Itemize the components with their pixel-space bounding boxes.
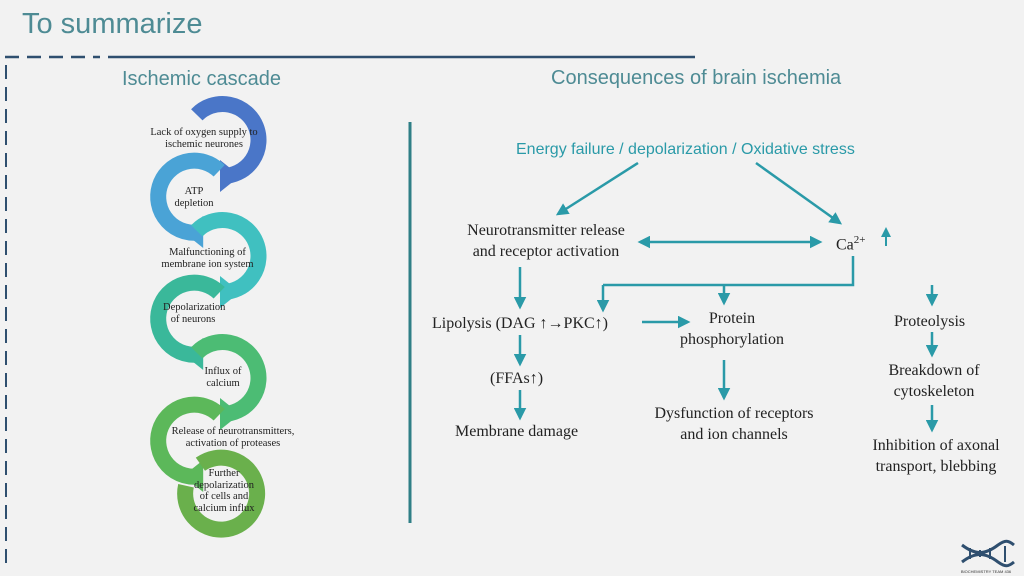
cascade-arrowhead-3 bbox=[220, 276, 240, 308]
cascade-arc-5 bbox=[191, 334, 267, 423]
breakdown-node: Breakdown of cytoskeleton bbox=[876, 360, 992, 402]
cascade-step-7: Further depolarization of cells and calc… bbox=[193, 468, 255, 514]
neurotransmitter-node: Neurotransmitter release and receptor ac… bbox=[452, 220, 640, 262]
protein-line-1: Protein bbox=[708, 310, 756, 327]
calcium-up-arrow-text: ↑ bbox=[892, 238, 893, 259]
team-logo: BIOCHEMISTRY TEAM 436 bbox=[958, 540, 1014, 574]
cascade-step-4: Depolarization of neurons bbox=[163, 302, 226, 325]
inhibition-node: Inhibition of axonal transport, blebbing bbox=[860, 435, 1012, 477]
ca-branch-line bbox=[603, 256, 855, 287]
lipolysis-node: Lipolysis (DAG ↑→PKC↑) bbox=[432, 315, 609, 332]
neurotransmitter-line-1: Neurotransmitter release bbox=[467, 222, 625, 239]
breakdown-line-1: Breakdown of bbox=[888, 362, 980, 379]
membrane-damage-node: Membrane damage bbox=[455, 423, 579, 440]
cascade-arc-6 bbox=[150, 396, 225, 485]
cascade-arc-1 bbox=[191, 96, 267, 185]
neurotransmitter-line-2: and receptor activation bbox=[472, 243, 620, 260]
right-heading: Consequences of brain ischemia bbox=[551, 67, 842, 89]
ffas-node: (FFAs↑) bbox=[490, 370, 544, 387]
calcium-label: Ca bbox=[836, 236, 854, 254]
arrow-energy-to-ca bbox=[755, 161, 843, 225]
proteolysis-node: Proteolysis bbox=[894, 313, 966, 330]
cascade-step-1: Lack of oxygen supply to ischemic neuron… bbox=[150, 127, 258, 150]
left-heading: Ischemic cascade bbox=[122, 68, 281, 90]
cascade-arc-4 bbox=[150, 274, 225, 363]
cascade-arc-2 bbox=[150, 152, 225, 241]
cascade-arrowhead-1 bbox=[220, 160, 240, 192]
cascade-arc-3 bbox=[191, 212, 267, 301]
inhibition-line-1: Inhibition of axonal bbox=[872, 437, 1000, 454]
cascade-arcs bbox=[150, 96, 267, 538]
cascade-arrowhead-6 bbox=[183, 460, 204, 492]
cascade-arc-7 bbox=[177, 449, 266, 538]
cascade-step-3: Malfunctioning of membrane ion system bbox=[161, 247, 254, 270]
arrow-energy-to-nt bbox=[555, 161, 639, 216]
protein-phosphorylation-node: Protein phosphorylation bbox=[668, 308, 796, 350]
dna-logo-icon bbox=[961, 539, 1015, 568]
cascade-step-5: Influx of calcium bbox=[204, 366, 242, 389]
cascade-step-2: ATP depletion bbox=[174, 186, 214, 209]
cascade-step-6: Release of neurotransmitters, activation… bbox=[171, 426, 295, 449]
slide-title: To summarize bbox=[22, 8, 203, 40]
logo-text: BIOCHEMISTRY TEAM 436 bbox=[960, 569, 1012, 574]
dysfunction-line-1: Dysfunction of receptors bbox=[654, 405, 814, 422]
dysfunction-line-2: and ion channels bbox=[680, 426, 788, 443]
calcium-node: Ca2+ bbox=[836, 230, 866, 255]
cascade-arrowhead-5 bbox=[220, 398, 240, 430]
breakdown-line-2: cytoskeleton bbox=[893, 383, 975, 400]
dysfunction-node: Dysfunction of receptors and ion channel… bbox=[640, 403, 828, 445]
calcium-superscript: 2+ bbox=[853, 234, 866, 246]
protein-line-2: phosphorylation bbox=[680, 331, 784, 348]
inhibition-line-2: transport, blebbing bbox=[875, 458, 997, 475]
energy-failure-node: Energy failure / depolarization / Oxidat… bbox=[516, 141, 855, 158]
